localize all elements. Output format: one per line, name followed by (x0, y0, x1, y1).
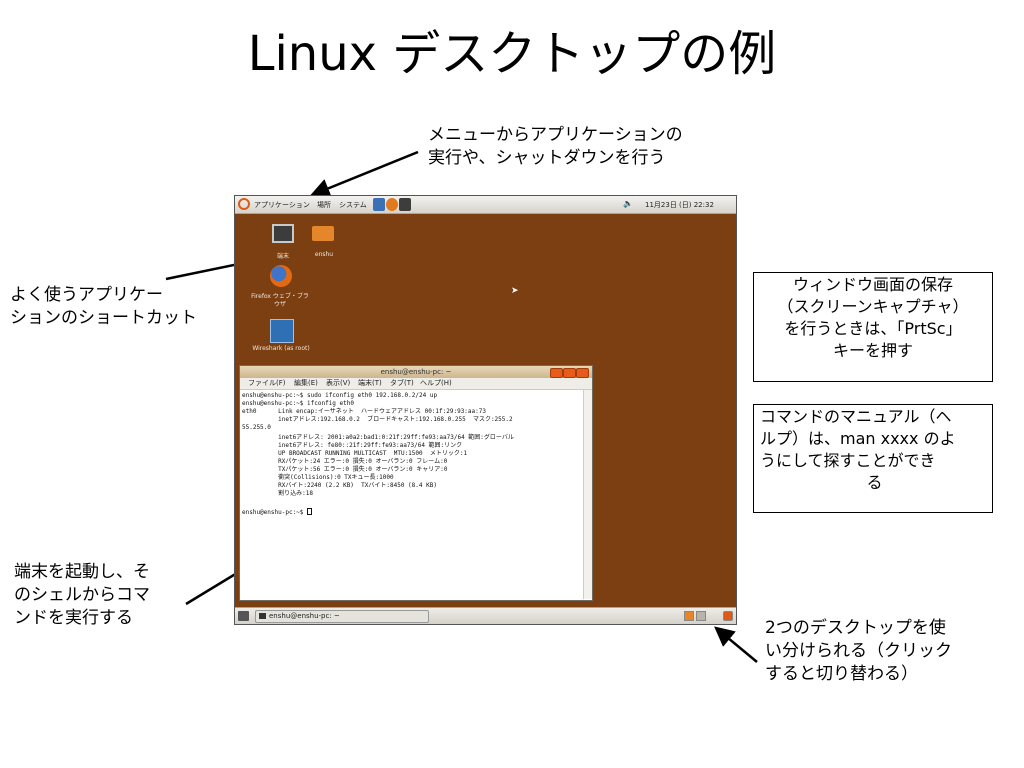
terminal-line: UP BROADCAST RUNNING MULTICAST MTU:1500 … (242, 450, 468, 457)
terminal-scrollbar[interactable] (583, 390, 592, 599)
terminal-line: RXバイト:2240 (2.2 KB) TXバイト:8450 (8.4 KB) (242, 482, 437, 489)
terminal-line: inet6アドレス: 2001:a0a2:bad1:0:21f:29ff:fe9… (242, 434, 514, 441)
terminal-cursor (307, 508, 313, 515)
callout-screenshot-line: キーを押す (832, 341, 913, 360)
terminal-prompt-line: enshu@enshu-pc:~$ (242, 508, 313, 517)
firefox-label-line: Firefox ウェブ・ブラ (251, 293, 309, 300)
terminal-window[interactable]: enshu@enshu-pc: ~ ファイル(F) 編集(E) 表示(V) 端末… (239, 365, 593, 601)
arrow-to-menu (309, 150, 419, 198)
callout-workspace: 2つのデスクトップを使 い分けられる（クリック すると切り替わる） (765, 617, 952, 686)
callout-screenshot-box: ウィンドウ画面の保存 （スクリーンキャプチャ） を行うときは、「PrtSc」 キ… (753, 272, 993, 382)
callout-terminal-line: ンドを実行する (14, 608, 133, 628)
callout-shortcut: よく使うアプリケー ションのショートカット (10, 284, 197, 330)
launcher-wireshark-icon[interactable] (373, 198, 385, 211)
terminal-titlebar[interactable]: enshu@enshu-pc: ~ (240, 366, 592, 378)
close-button[interactable] (576, 368, 589, 378)
callout-screenshot-line: を行うときは、「PrtSc」 (784, 319, 962, 338)
terminal-line: eth0 Link encap:イーサネット ハードウェアアドレス 00:1f:… (242, 408, 486, 415)
terminal-icon-label[interactable]: 端末 (276, 253, 289, 260)
callout-manual-line: うにして探すことができ (760, 451, 936, 470)
home-icon-label[interactable]: enshu (314, 251, 334, 258)
callout-screenshot-line: （スクリーンキャプチャ） (777, 297, 969, 316)
terminal-title: enshu@enshu-pc: ~ (380, 368, 452, 376)
terminal-desktop-icon[interactable] (272, 224, 294, 243)
menu-places[interactable]: 場所 (317, 201, 331, 209)
panel-clock[interactable]: 11月23日 (日) 22:32 (645, 201, 714, 209)
maximize-button[interactable] (563, 368, 576, 378)
callout-workspace-line: い分けられる（クリック (765, 641, 952, 661)
terminal-prompt: enshu@enshu-pc:~$ (242, 509, 308, 516)
menu-system[interactable]: システム (339, 201, 367, 209)
terminal-line: enshu@enshu-pc:~$ ifconfig eth0 (242, 400, 354, 407)
taskbar-terminal-icon (259, 613, 266, 619)
callout-manual-box: コマンドのマニュアル（ヘ ルプ）は、man xxxx のよ うにして探すことがで… (753, 404, 993, 513)
menu-terminal[interactable]: 端末(T) (358, 379, 382, 387)
workspace-1-button[interactable] (684, 611, 694, 621)
terminal-menubar: ファイル(F) 編集(E) 表示(V) 端末(T) タブ(T) ヘルプ(H) (240, 378, 592, 390)
mouse-pointer-icon: ➤ (511, 286, 519, 296)
taskbar-terminal-label: enshu@enshu-pc: ~ (269, 612, 340, 620)
bottom-panel: enshu@enshu-pc: ~ (235, 607, 736, 624)
arrow-to-workspace (714, 626, 758, 663)
firefox-desktop-icon[interactable] (270, 265, 292, 287)
workspace-2-button[interactable] (696, 611, 706, 621)
wireshark-icon-label[interactable]: Wireshark (as root) (252, 345, 310, 352)
minimize-button[interactable] (550, 368, 563, 378)
launcher-terminal-icon[interactable] (399, 198, 411, 211)
firefox-label-line: ウザ (273, 301, 286, 308)
terminal-line: 割り込み:18 (242, 490, 313, 497)
firefox-icon-label[interactable]: Firefox ウェブ・ブラ ウザ (245, 293, 315, 309)
launcher-firefox-icon[interactable] (386, 198, 398, 211)
callout-terminal-line: 端末を起動し、そ (14, 562, 150, 582)
terminal-line: RXパケット:24 エラー:0 損失:0 オーバラン:0 フレーム:0 (242, 458, 448, 465)
callout-terminal-line: のシェルからコマ (14, 585, 150, 605)
callout-screenshot-line: ウィンドウ画面の保存 (792, 275, 953, 294)
menu-edit[interactable]: 編集(E) (294, 379, 318, 387)
callout-menu-line: 実行や、シャットダウンを行う (428, 148, 666, 168)
callout-terminal: 端末を起動し、そ のシェルからコマ ンドを実行する (14, 561, 150, 630)
menu-help[interactable]: ヘルプ(H) (420, 379, 452, 387)
callout-shortcut-line: ションのショートカット (10, 308, 197, 328)
volume-icon[interactable]: 🔈 (623, 199, 633, 208)
callout-workspace-line: すると切り替わる） (765, 664, 918, 684)
callout-manual-line: る (866, 473, 883, 492)
menu-tabs[interactable]: タブ(T) (390, 379, 414, 387)
terminal-line: enshu@enshu-pc:~$ sudo ifconfig eth0 192… (242, 392, 438, 399)
callout-shortcut-line: よく使うアプリケー (10, 285, 163, 305)
terminal-line: inet6アドレス: fe80::21f:29ff:fe93:aa73/64 範… (242, 442, 463, 449)
menu-view[interactable]: 表示(V) (326, 379, 351, 387)
taskbar-terminal-button[interactable]: enshu@enshu-pc: ~ (255, 610, 429, 623)
callout-manual-line: コマンドのマニュアル（ヘ (760, 407, 952, 426)
top-panel: アプリケーション 場所 システム 🔈 11月23日 (日) 22:32 (235, 196, 736, 214)
slide-title: Linux デスクトップの例 (247, 26, 777, 82)
menu-applications[interactable]: アプリケーション (254, 201, 310, 209)
terminal-line: TXパケット:56 エラー:0 損失:0 オーバラン:0 キャリア:0 (242, 466, 448, 473)
desktop-screenshot: アプリケーション 場所 システム 🔈 11月23日 (日) 22:32 端末 e… (234, 195, 737, 625)
terminal-line: 55.255.0 (242, 424, 271, 431)
wireshark-desktop-icon[interactable] (270, 319, 294, 343)
terminal-line: inetアドレス:192.168.0.2 ブロードキャスト:192.168.0.… (242, 416, 513, 423)
show-desktop-icon[interactable] (238, 611, 249, 621)
callout-menu: メニューからアプリケーションの 実行や、シャットダウンを行う (428, 124, 683, 170)
terminal-output[interactable]: enshu@enshu-pc:~$ sudo ifconfig eth0 192… (242, 392, 580, 596)
menu-file[interactable]: ファイル(F) (248, 379, 286, 387)
callout-manual-line: ルプ）は、man xxxx のよ (760, 429, 956, 448)
callout-menu-line: メニューからアプリケーションの (428, 125, 683, 145)
terminal-line: 衝突(Collisions):0 TXキュー長:1000 (242, 474, 394, 481)
home-folder-icon[interactable] (312, 226, 334, 241)
trash-icon[interactable] (723, 611, 733, 621)
ubuntu-logo-icon[interactable] (238, 198, 250, 210)
callout-workspace-line: 2つのデスクトップを使 (765, 618, 946, 638)
